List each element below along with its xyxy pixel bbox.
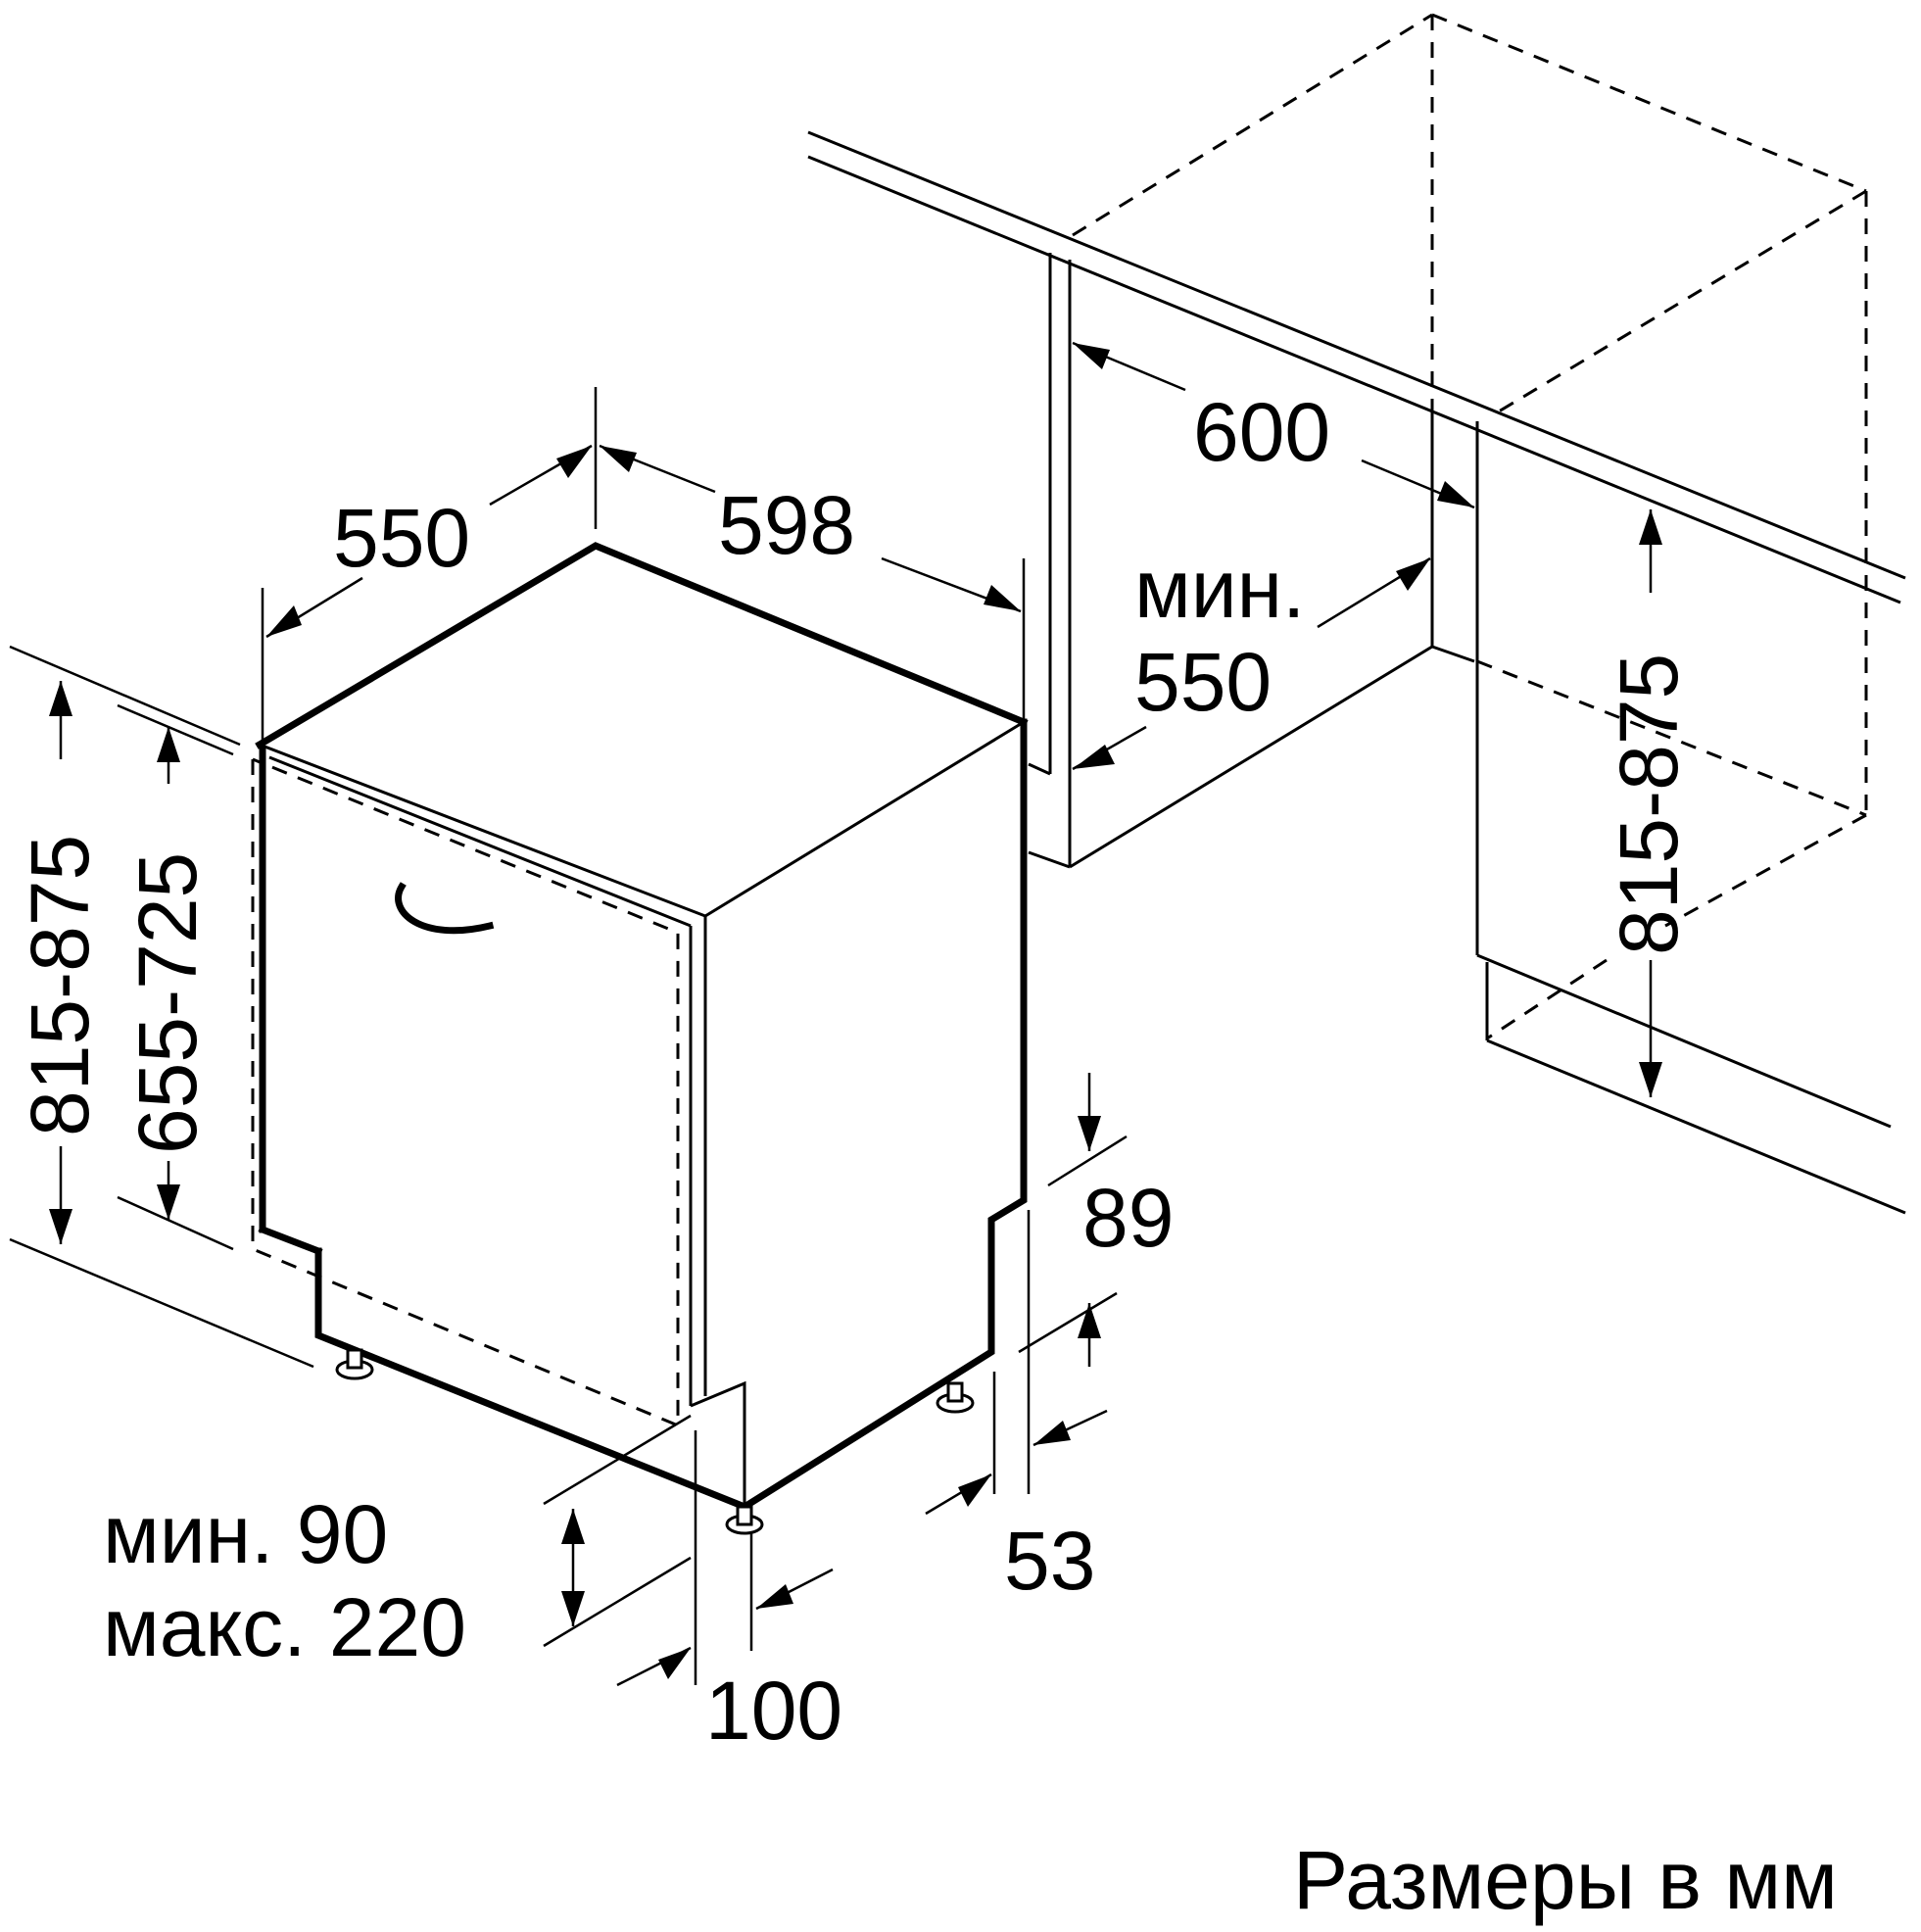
toe-kick-min-label: мин. 90 bbox=[103, 1488, 388, 1580]
units-note: Размеры в мм bbox=[1293, 1834, 1838, 1926]
dishwasher-body bbox=[251, 542, 1029, 1535]
plinth-setback-label: 53 bbox=[1004, 1515, 1095, 1607]
niche-cabinet bbox=[807, 13, 1906, 1215]
toe-kick-max-label: макс. 220 bbox=[103, 1581, 466, 1673]
appliance-height-label: 815-875 bbox=[14, 835, 106, 1136]
plinth-height-label: 89 bbox=[1082, 1172, 1174, 1264]
niche-depth-min-prefix: мин. bbox=[1134, 543, 1305, 635]
niche-width-label: 600 bbox=[1193, 386, 1330, 478]
niche-height-label: 815-875 bbox=[1603, 653, 1695, 955]
niche-depth-min-label: 550 bbox=[1134, 636, 1272, 728]
toe-kick-depth-label: 100 bbox=[705, 1665, 842, 1757]
dimension-lines bbox=[9, 341, 1662, 1687]
depth-label: 550 bbox=[333, 492, 470, 584]
door-height-label: 655-725 bbox=[121, 852, 214, 1154]
width-label: 598 bbox=[718, 479, 855, 571]
